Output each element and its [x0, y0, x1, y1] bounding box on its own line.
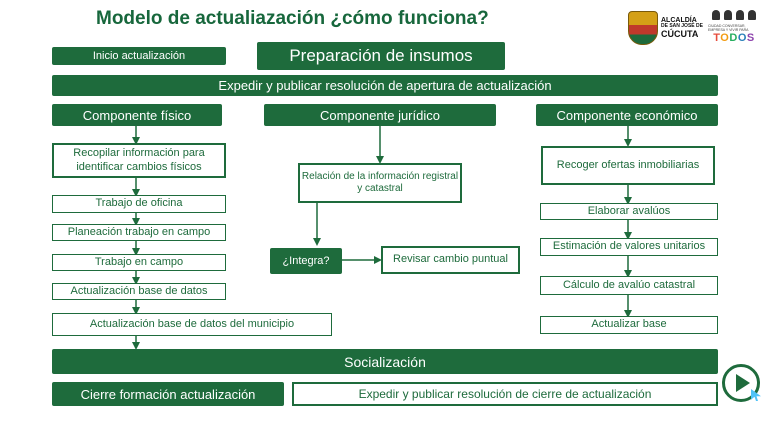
planeacion-campo-box: Planeación trabajo en campo: [52, 224, 226, 241]
componente-economico-header: Componente económico: [536, 104, 718, 126]
alcaldia-logo: ALCALDÍA DE SAN JOSÉ DE CÚCUTA: [628, 10, 706, 46]
trabajo-oficina-box: Trabajo de oficina: [52, 195, 226, 213]
todos-letter: T: [713, 32, 721, 44]
trabajo-campo-box: Trabajo en campo: [52, 254, 226, 271]
actualizar-base-box: Actualizar base: [540, 316, 718, 334]
estimacion-valores-box: Estimación de valores unitarios: [540, 238, 718, 256]
actualizacion-municipio-box: Actualización base de datos del municipi…: [52, 313, 332, 336]
cierre-formacion-box: Cierre formación actualización: [52, 382, 284, 406]
recoger-ofertas-box: Recoger ofertas inmobiliarias: [541, 146, 715, 185]
componente-juridico-header: Componente jurídico: [264, 104, 496, 126]
people-icon: [712, 10, 756, 22]
recopilar-informacion-box: Recopilar información para identificar c…: [52, 143, 226, 178]
todos-logo-subtitle: CIUDAD CONVERSAR, EMPRESA Y VIVIR PARA: [708, 24, 749, 32]
alcaldia-logo-text: ALCALDÍA DE SAN JOSÉ DE CÚCUTA: [661, 17, 703, 39]
elaborar-avaluos-box: Elaborar avalúos: [540, 203, 718, 220]
todos-letter: S: [746, 32, 755, 44]
revisar-cambio-box: Revisar cambio puntual: [381, 246, 520, 274]
play-icon: [736, 374, 750, 392]
calculo-avaluo-box: Cálculo de avalúo catastral: [540, 276, 718, 295]
todos-letter: D: [729, 32, 738, 44]
logo-line-2: DE SAN JOSÉ DE: [661, 23, 703, 30]
componente-fisico-header: Componente físico: [52, 104, 222, 126]
play-button[interactable]: [722, 364, 761, 402]
logo-line-3: CÚCUTA: [661, 28, 699, 39]
expedir-cierre-box: Expedir y publicar resolución de cierre …: [292, 382, 718, 406]
todos-logo: CIUDAD CONVERSAR, EMPRESA Y VIVIR PARA T…: [708, 10, 760, 48]
page-title: Modelo de actualiazación ¿cómo funciona?: [96, 8, 489, 29]
todos-logo-text: TODOS: [713, 32, 754, 44]
coat-of-arms-icon: [628, 11, 658, 45]
expedir-apertura-box: Expedir y publicar resolución de apertur…: [52, 75, 718, 96]
todos-letter: O: [737, 32, 747, 44]
inicio-actualizacion-box: Inicio actualización: [52, 47, 226, 65]
cursor-icon: [751, 389, 761, 401]
logo-line-1: ALCALDÍA: [661, 16, 697, 24]
preparacion-insumos-box: Preparación de insumos: [257, 42, 505, 70]
actualizacion-base-datos-box: Actualización base de datos: [52, 283, 226, 300]
todos-letter: O: [720, 32, 730, 44]
socializacion-box: Socialización: [52, 349, 718, 374]
relacion-informacion-box: Relación de la información registral y c…: [298, 163, 462, 203]
integra-decision-box: ¿Integra?: [270, 248, 342, 274]
